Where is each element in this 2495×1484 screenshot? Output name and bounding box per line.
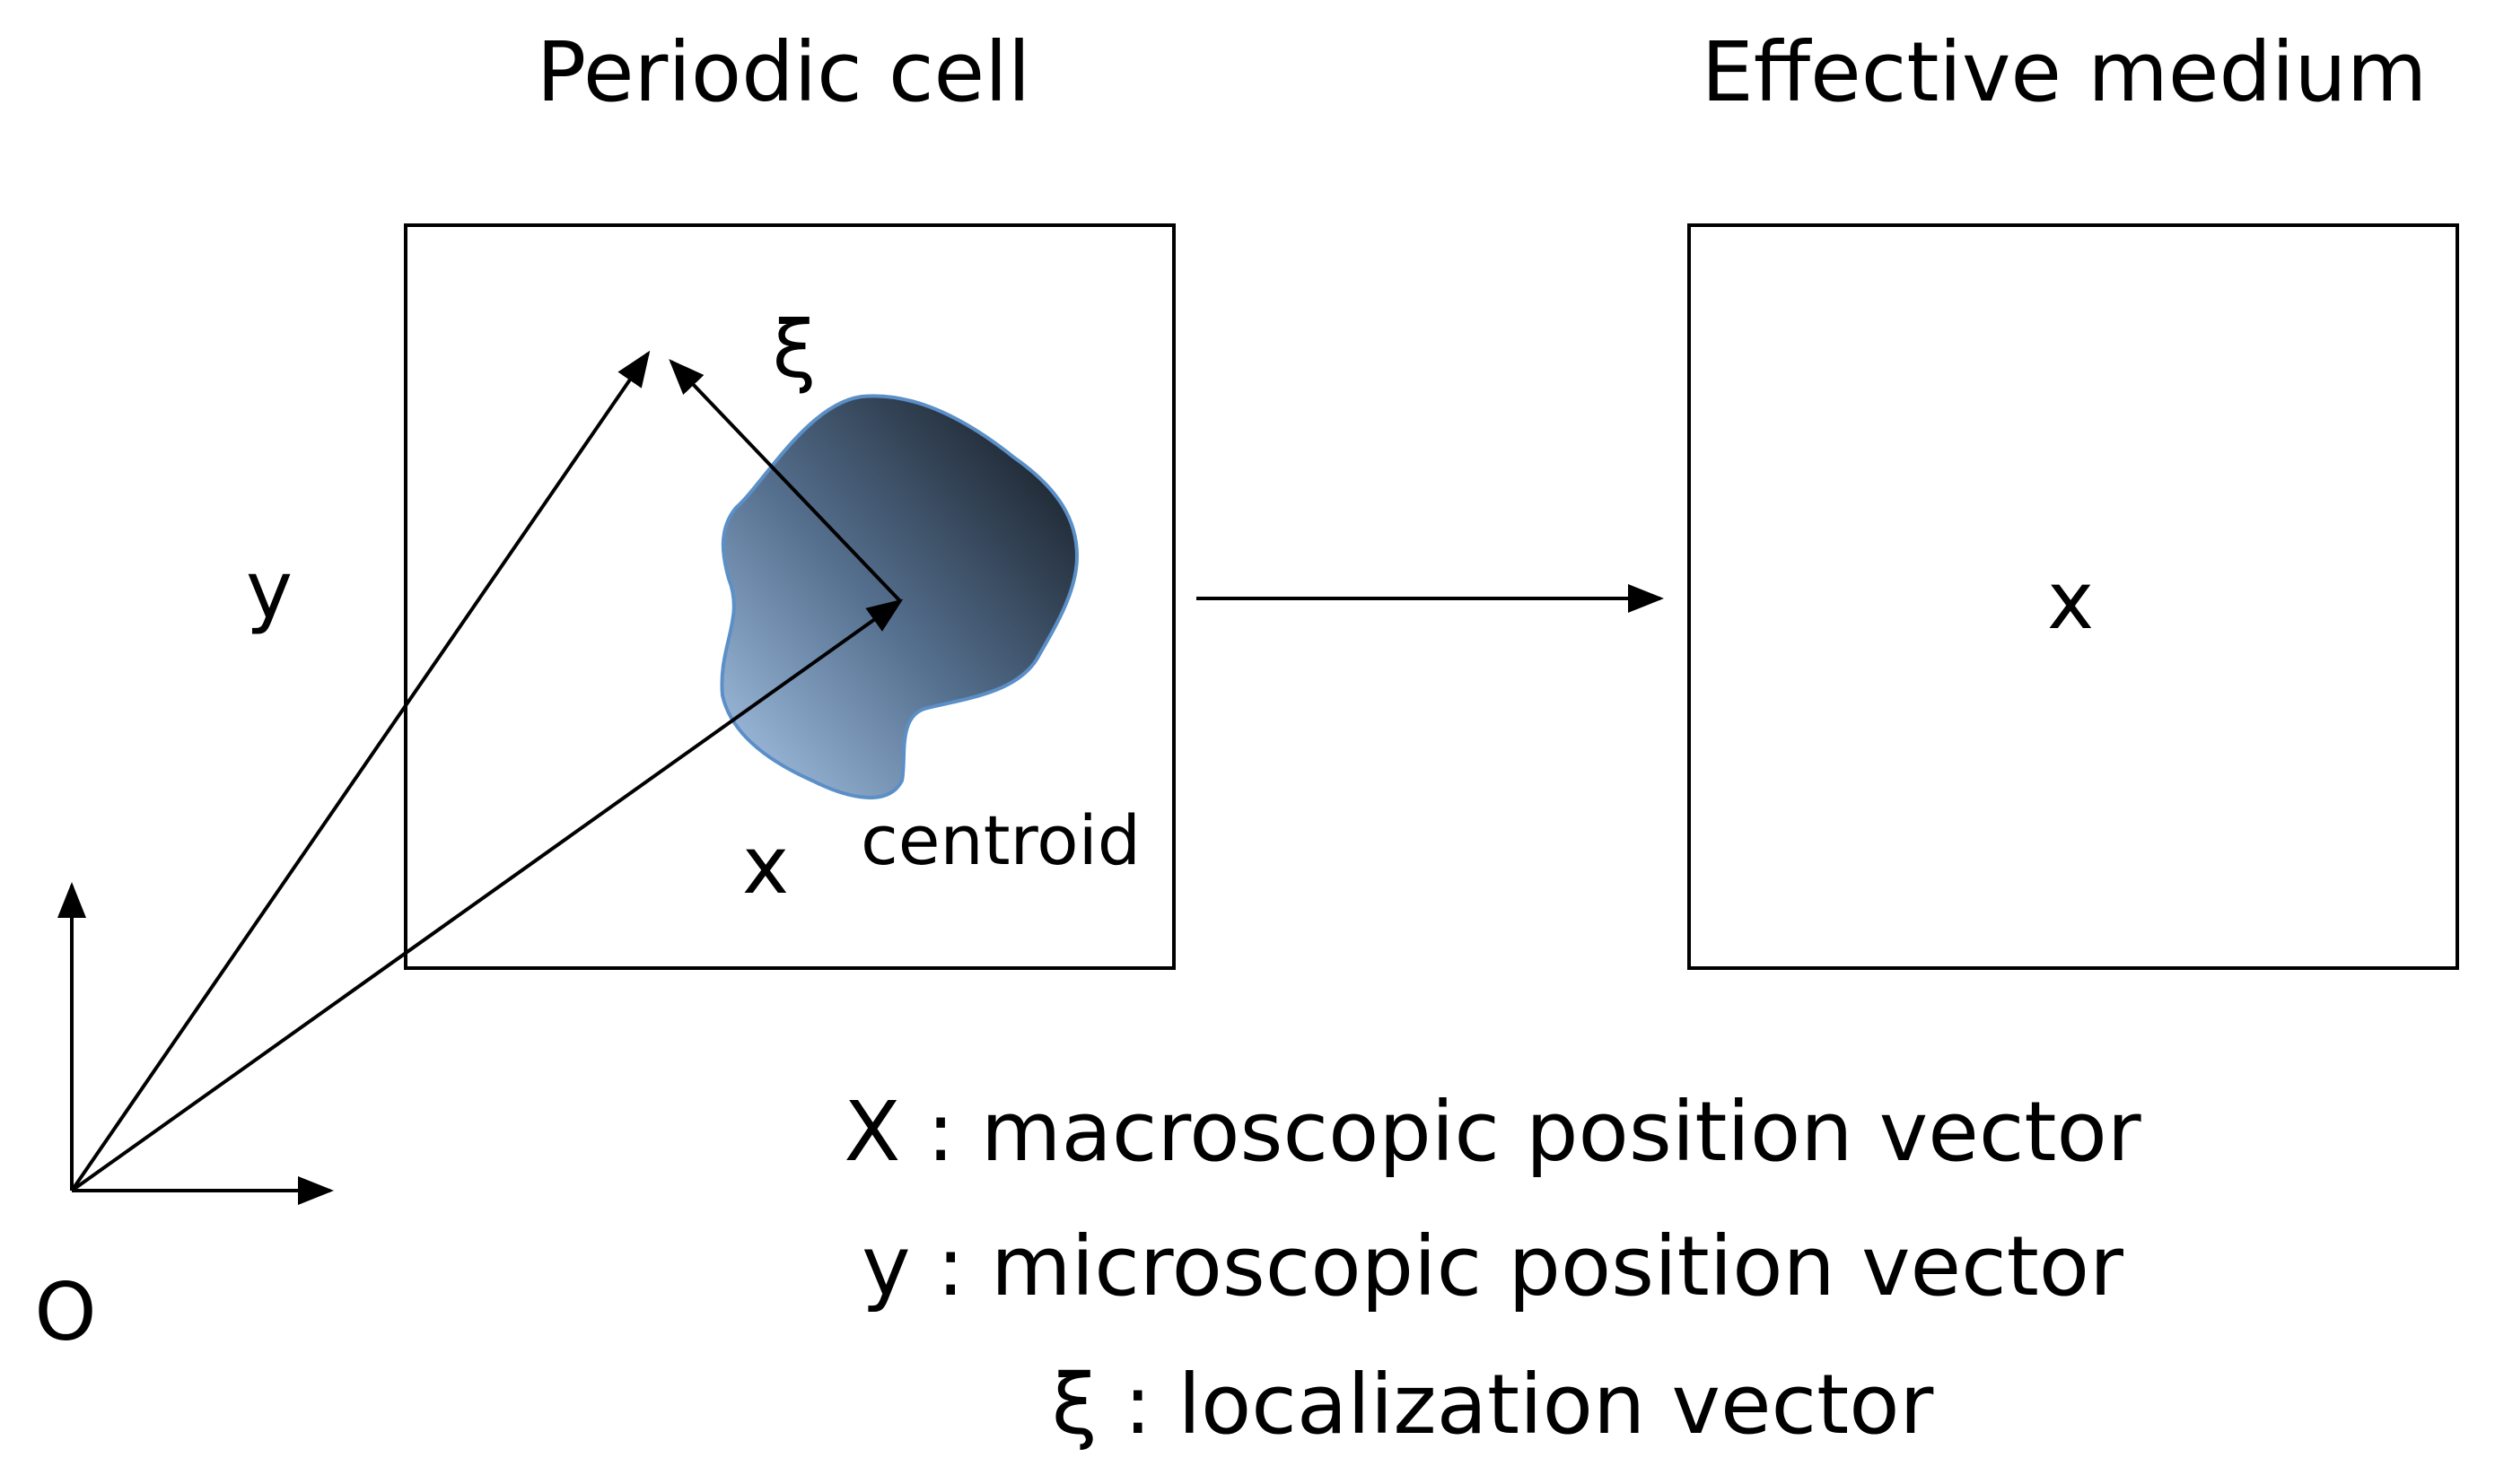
inclusion-shape <box>720 394 1080 799</box>
xi-vector-label: ξ <box>772 303 816 396</box>
origin-label: O <box>34 1266 96 1358</box>
legend-item-macroscopic: X : macroscopic position vector <box>844 1084 2140 1180</box>
x-vector-arrow <box>70 598 904 1192</box>
y-vector-arrow <box>70 350 651 1192</box>
legend-item-localization: ξ : localization vector <box>1052 1357 1934 1453</box>
periodic-cell-title: Periodic cell <box>537 24 1031 120</box>
xi-vector-arrow <box>669 359 902 603</box>
y-vector-label: y <box>246 544 293 636</box>
effective-medium-box <box>1687 223 2459 970</box>
centroid-label: centroid <box>861 800 1141 880</box>
legend: X : macroscopic position vector y : micr… <box>844 1084 2140 1453</box>
legend-item-microscopic: y : microscopic position vector <box>862 1218 2123 1314</box>
periodic-cell-box <box>404 223 1176 970</box>
effective-x-label: x <box>2047 554 2094 647</box>
x-vector-label: x <box>742 819 789 912</box>
effective-medium-title: Effective medium <box>1702 24 2428 120</box>
